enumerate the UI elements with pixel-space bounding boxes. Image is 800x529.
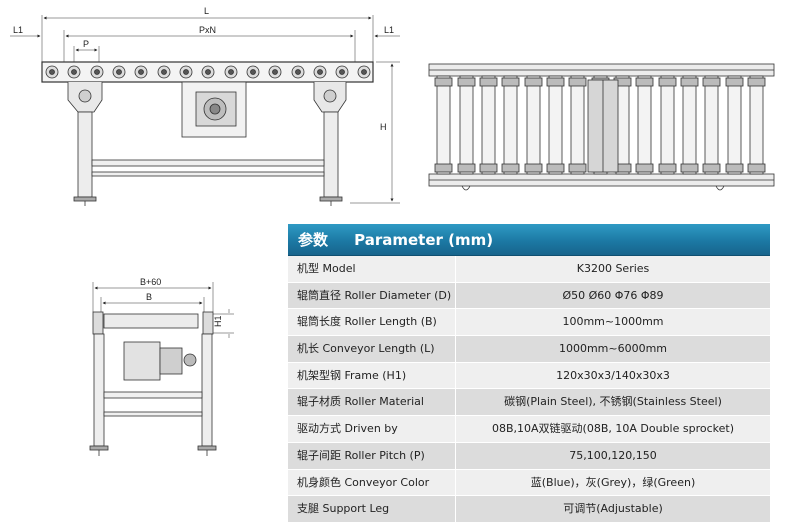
param-row-frame: 机架型钢 Frame (H1) 120x30x3/140x30x3	[288, 362, 770, 390]
param-label: 驱动方式 Driven by	[288, 416, 456, 442]
dim-P: P	[83, 39, 89, 49]
param-row-support-leg: 支腿 Support Leg 可调节(Adjustable)	[288, 496, 770, 523]
dim-B: B	[146, 292, 152, 302]
param-label: 机长 Conveyor Length (L)	[288, 336, 456, 362]
param-value: 蓝(Blue)，灰(Grey)，绿(Green)	[456, 469, 770, 496]
param-row-roller-diameter: 辊筒直径 Roller Diameter (D) Ø50 Ø60 Φ76 Φ89	[288, 282, 770, 310]
parameter-table: 参数 Parameter (mm) 机型 Model K3200 Series …	[288, 224, 770, 523]
param-value: 08B,10A双链驱动(08B, 10A Double sprocket)	[456, 416, 770, 442]
param-value: 75,100,120,150	[456, 442, 770, 469]
param-label: 辊子间距 Roller Pitch (P)	[288, 442, 456, 469]
dim-PxN: PxN	[199, 25, 216, 35]
param-row-roller-pitch: 辊子间距 Roller Pitch (P) 75,100,120,150	[288, 442, 770, 470]
param-label: 支腿 Support Leg	[288, 496, 456, 522]
param-row-conveyor-length: 机长 Conveyor Length (L) 1000mm~6000mm	[288, 336, 770, 363]
param-label: 机型 Model	[288, 256, 456, 282]
param-value: K3200 Series	[456, 256, 770, 282]
param-label: 机身颜色 Conveyor Color	[288, 469, 456, 496]
param-value: 100mm~1000mm	[456, 309, 770, 336]
side-view	[10, 15, 400, 206]
param-value: 120x30x3/140x30x3	[456, 362, 770, 389]
dim-L: L	[204, 6, 209, 16]
param-row-model: 机型 Model K3200 Series	[288, 256, 770, 283]
parameter-table-header: 参数 Parameter (mm)	[288, 224, 770, 256]
dim-L1-left: L1	[13, 25, 23, 35]
dim-L1-right: L1	[384, 25, 394, 35]
param-value: 1000mm~6000mm	[456, 336, 770, 362]
param-label: 机架型钢 Frame (H1)	[288, 362, 456, 389]
param-row-driven-by: 驱动方式 Driven by 08B,10A双链驱动(08B, 10A Doub…	[288, 416, 770, 443]
param-value: 碳钢(Plain Steel), 不锈钢(Stainless Steel)	[456, 389, 770, 416]
param-value: Ø50 Ø60 Φ76 Φ89	[456, 282, 770, 309]
parameter-title-cn: 参数	[298, 231, 329, 249]
param-row-roller-material: 辊子材质 Roller Material 碳钢(Plain Steel), 不锈…	[288, 389, 770, 417]
param-label: 辊筒直径 Roller Diameter (D)	[288, 282, 456, 309]
param-value: 可调节(Adjustable)	[456, 496, 770, 522]
param-label: 辊子材质 Roller Material	[288, 389, 456, 416]
top-view	[428, 63, 775, 191]
dim-H1: H1	[213, 315, 223, 327]
param-row-roller-length: 辊筒长度 Roller Length (B) 100mm~1000mm	[288, 309, 770, 337]
end-view	[89, 282, 234, 456]
param-label: 辊筒长度 Roller Length (B)	[288, 309, 456, 336]
dim-H: H	[380, 122, 387, 132]
roller-row	[45, 65, 371, 79]
parameter-title-en: Parameter (mm)	[354, 231, 494, 249]
param-row-conveyor-color: 机身颜色 Conveyor Color 蓝(Blue)，灰(Grey)，绿(Gr…	[288, 469, 770, 497]
parameter-rows: 机型 Model K3200 Series 辊筒直径 Roller Diamet…	[288, 256, 770, 523]
dim-B-plus-60: B+60	[140, 277, 161, 287]
